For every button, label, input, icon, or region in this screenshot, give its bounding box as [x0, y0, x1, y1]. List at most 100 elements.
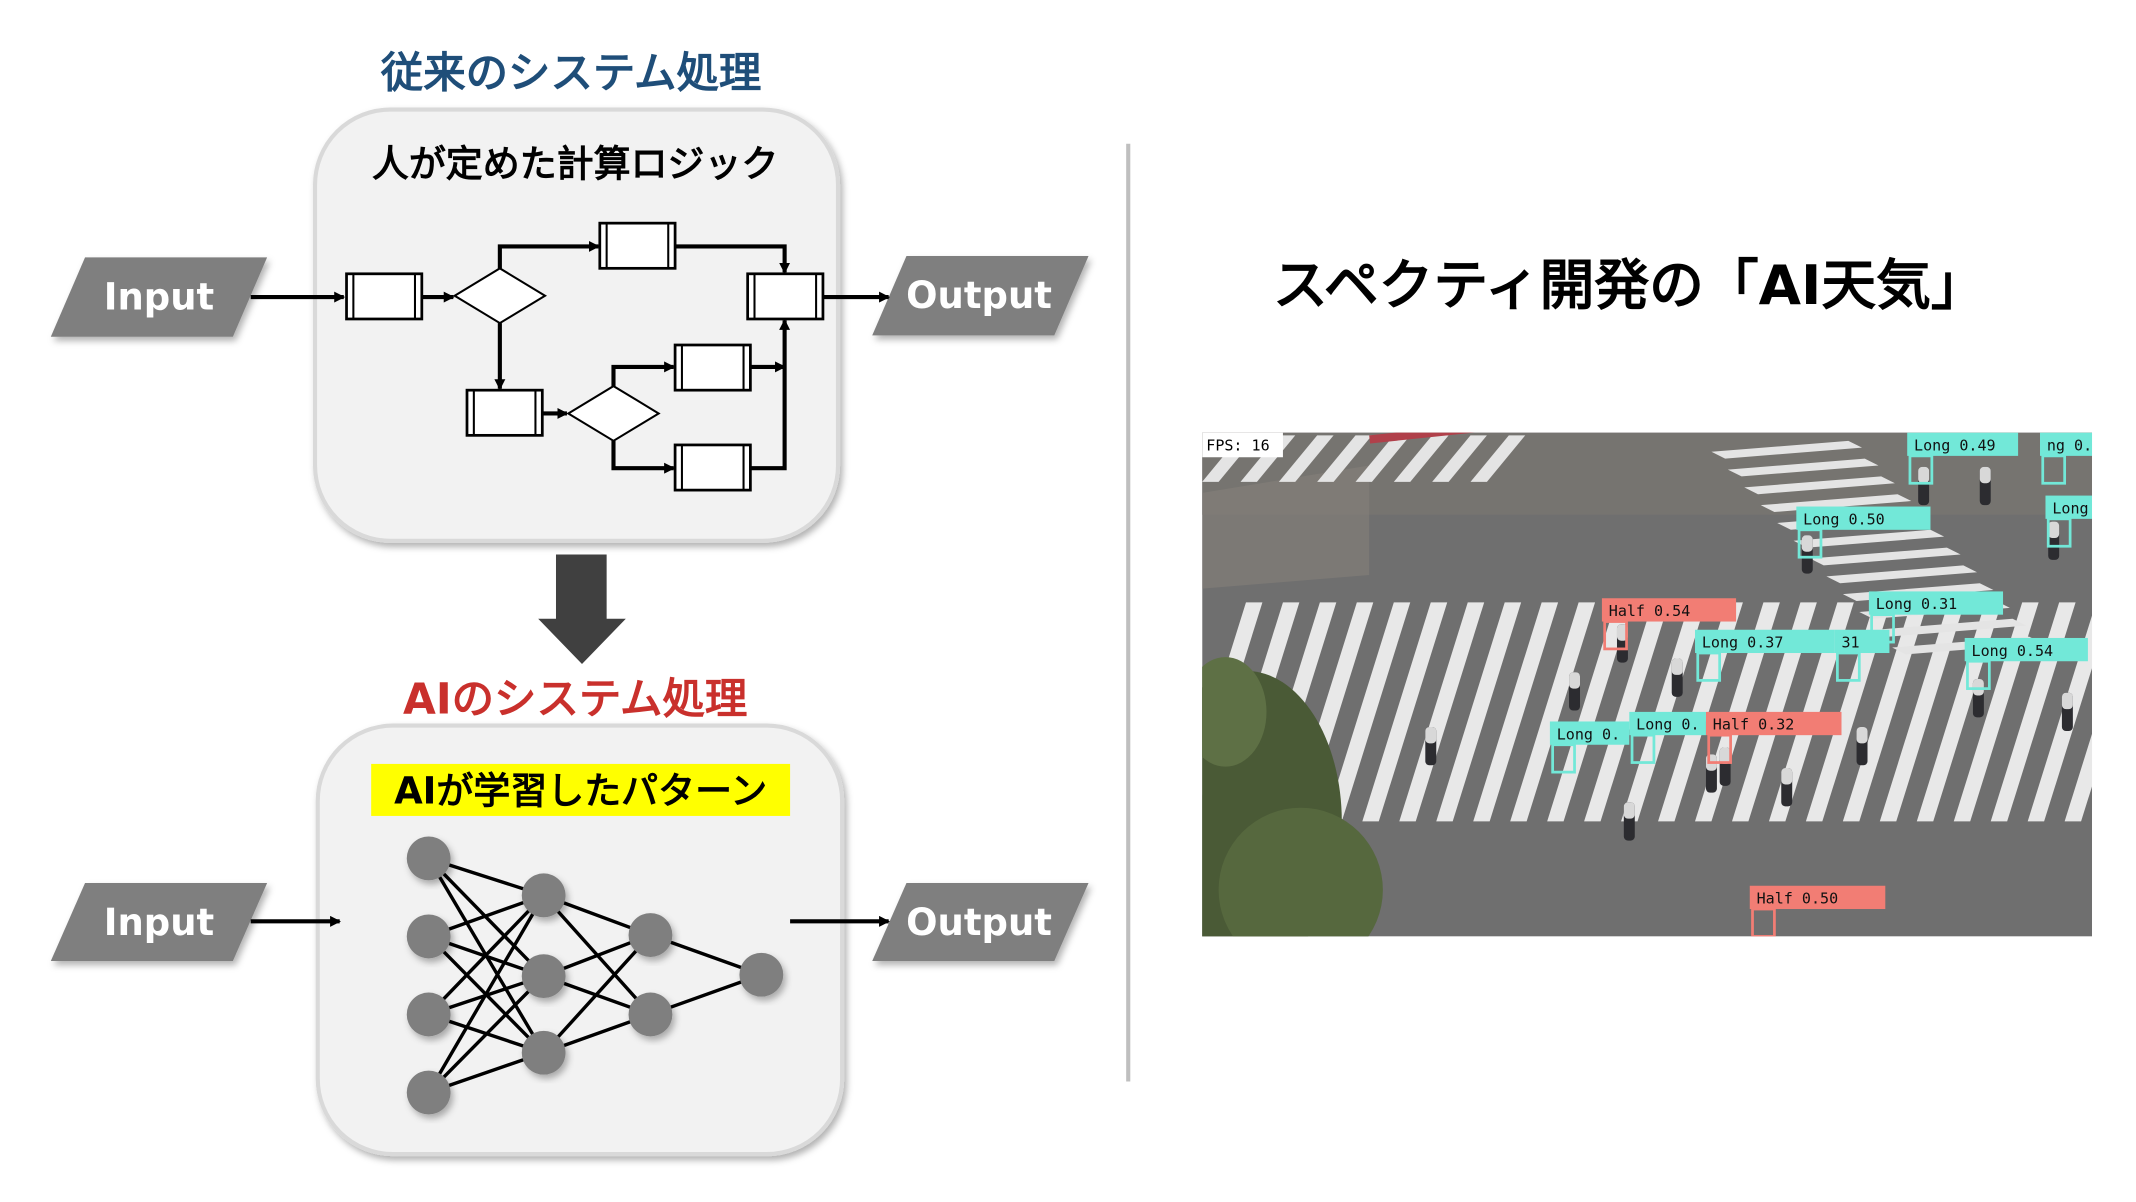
crosswalk-stripe	[1436, 602, 1522, 822]
crosswalk-stripe	[1711, 440, 1863, 459]
detection-label-long: Long 0.	[1629, 711, 1706, 764]
crosswalk-stripe	[1727, 458, 1879, 477]
detection-text: Long 0.31	[1876, 595, 1958, 613]
crosswalk-stripe	[1470, 435, 1526, 482]
crosswalk-stripe	[1278, 435, 1334, 482]
process-box	[598, 221, 677, 270]
input-shape-traditional: Input	[50, 257, 268, 337]
detection-text: Long 0.54	[1972, 642, 2054, 660]
network-edge	[542, 933, 652, 1054]
detection-text: Long	[2052, 499, 2088, 517]
flowchart	[250, 221, 891, 492]
detection-label-long: Long 0.50	[1796, 506, 1931, 559]
detection-label-long: 31	[1834, 629, 1890, 682]
neural-network	[406, 836, 784, 1115]
detection-text: Half 0.32	[1713, 716, 1795, 734]
crosswalk-stripe	[1473, 602, 1559, 822]
network-edge	[427, 894, 546, 1094]
output-label: Output	[906, 901, 1052, 944]
detection-label-half: Half 0.54	[1601, 598, 1737, 651]
network-node	[521, 954, 566, 999]
network-edge	[427, 894, 545, 1016]
detection-text: Long 0.37	[1702, 634, 1784, 652]
ai-title: AIのシステム処理	[403, 675, 747, 724]
detection-text: Long 0.	[1557, 725, 1620, 743]
crosswalk-stripe	[1842, 602, 1928, 822]
network-node	[628, 992, 673, 1037]
decision-diamond	[566, 384, 661, 443]
crosswalk-stripe	[2102, 602, 2136, 821]
traditional-logic-box	[312, 107, 841, 543]
flow-arrow	[750, 318, 791, 471]
flow-arrow	[611, 440, 676, 474]
traditional-title: 従来のシステム処理	[380, 50, 762, 99]
traditional-subtitle: 人が定めた計算ロジック	[372, 143, 778, 186]
crosswalk-stripe	[1826, 565, 1978, 584]
crosswalk-stripe	[1399, 602, 1485, 822]
crosswalk-stripe	[2027, 615, 2093, 822]
down-arrow-icon	[538, 554, 626, 664]
crosswalk-stripe	[1879, 602, 1965, 822]
crosswalk-stripe	[1510, 602, 1596, 822]
flow-arrow	[611, 361, 676, 387]
process-box	[673, 343, 752, 392]
fps-box	[1202, 432, 1283, 458]
detection-text: Half 0.50	[1757, 890, 1839, 908]
detection-text: 31	[1841, 634, 1859, 652]
input-shape-ai: Input	[50, 883, 268, 962]
crosswalk-stripe	[1875, 618, 2027, 637]
crosswalk-stripe	[1432, 435, 1487, 482]
output-shape-traditional: Output	[872, 256, 1089, 336]
output-label: Output	[906, 274, 1052, 317]
detection-text: Half 0.54	[1609, 602, 1691, 620]
crosswalk-stripe	[1744, 476, 1895, 495]
crosswalk-stripe	[1355, 435, 1411, 482]
process-box	[465, 388, 544, 437]
ai-weather-title: スペクティ開発の「AI天気」	[1273, 253, 1986, 317]
detection-text: Long 0.	[1636, 716, 1699, 734]
detection-label-long: ng 0.	[2040, 432, 2093, 485]
network-node	[628, 913, 673, 957]
network-node	[406, 914, 451, 959]
crosswalk-stripe	[1393, 435, 1449, 482]
fps-label: FPS: 16	[1206, 436, 1269, 454]
detection-label-half: Half 0.32	[1705, 711, 1842, 764]
decision-diamond	[452, 267, 548, 325]
ai-subtitle: AIが学習したパターン	[394, 770, 767, 813]
network-node	[739, 952, 784, 997]
detection-label-long: Long 0.37	[1695, 629, 1835, 682]
ai-subtitle-highlight	[371, 763, 791, 816]
crosswalk-stripe	[1317, 435, 1372, 482]
detection-text: Long 0.49	[1914, 436, 1996, 454]
output-shape-ai: Output	[872, 883, 1089, 962]
crosswalk-stripe	[1547, 602, 1633, 822]
detection-label-half: Half 0.50	[1749, 885, 1886, 937]
crosswalk-stripe	[1362, 602, 1448, 822]
detection-text: Long 0.50	[1803, 510, 1885, 528]
process-box	[345, 272, 424, 321]
detection-label-long: Long	[2045, 495, 2093, 548]
crosswalk-stripe	[1584, 602, 1669, 822]
network-node	[406, 1070, 451, 1115]
network-node	[406, 992, 451, 1037]
tree	[1202, 657, 1383, 937]
crosswalk-stripe	[1805, 602, 1891, 822]
crosswalk-stripe	[1325, 602, 1411, 822]
ai-pattern-box	[315, 723, 845, 1157]
network-edge	[427, 974, 545, 1094]
network-node	[521, 873, 566, 918]
detection-label-long: Long 0.	[1549, 721, 1630, 774]
detection-text: ng 0.	[2047, 436, 2092, 454]
detection-label-long: Long 0.49	[1907, 432, 2019, 485]
process-box	[746, 272, 825, 321]
network-node	[406, 836, 451, 881]
crosswalk-stripe	[1810, 547, 1961, 566]
flow-arrow	[675, 244, 791, 274]
input-label: Input	[104, 275, 214, 318]
network-node	[521, 1030, 566, 1075]
crosswalk-stripe	[1793, 529, 1945, 548]
input-label: Input	[104, 901, 214, 944]
detection-label-long: Long 0.54	[1964, 637, 2088, 690]
